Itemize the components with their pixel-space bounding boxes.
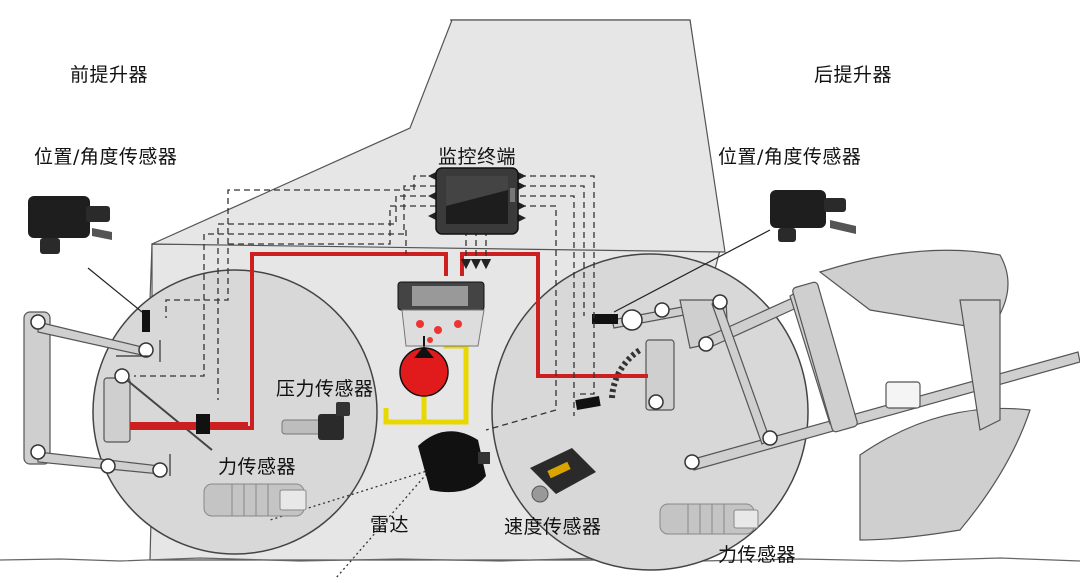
load-cell-icon [659, 503, 759, 535]
plough [792, 249, 1031, 541]
monitor-arrows [428, 172, 526, 222]
front-lift-label: 前提升器 [70, 64, 149, 86]
speed-sensor-label: 速度传感器 [504, 516, 602, 538]
front-hitch-linkage [23, 311, 213, 475]
angle-sensor-icon [28, 196, 112, 254]
rear-speed-sensor-body [575, 395, 601, 411]
load-cell-icon [203, 483, 307, 517]
rear-force-sensor-label: 力传感器 [718, 544, 797, 566]
signal-lines [134, 175, 595, 431]
radar-label: 雷达 [370, 514, 410, 536]
hydraulic-pump-icon [399, 336, 449, 397]
front-wheel [92, 269, 378, 555]
speed-sensor-icon [530, 448, 596, 503]
front-ground-hatches [116, 340, 171, 476]
ground-line [0, 557, 1080, 562]
radar-sensor-icon [418, 431, 490, 493]
rear-position-sensor-label: 位置/角度传感器 [718, 146, 862, 168]
tractor-cab [149, 19, 726, 301]
rear-position-sensor-body [592, 314, 618, 324]
control-valve-icon [397, 281, 485, 347]
angle-sensor-icon [770, 190, 856, 242]
radar-beams [269, 469, 431, 579]
front-position-sensor-body [142, 310, 150, 332]
front-hitch-pivots [30, 314, 168, 478]
display-terminal-icon [435, 167, 519, 235]
pressure-sensor-label: 压力传感器 [276, 378, 374, 400]
pressure-transducer-icon [196, 402, 350, 440]
rear-lift-label: 后提升器 [814, 64, 893, 86]
front-position-sensor-label: 位置/角度传感器 [34, 146, 178, 168]
monitor-label: 监控终端 [438, 146, 517, 168]
front-force-sensor-label: 力传感器 [218, 456, 297, 478]
